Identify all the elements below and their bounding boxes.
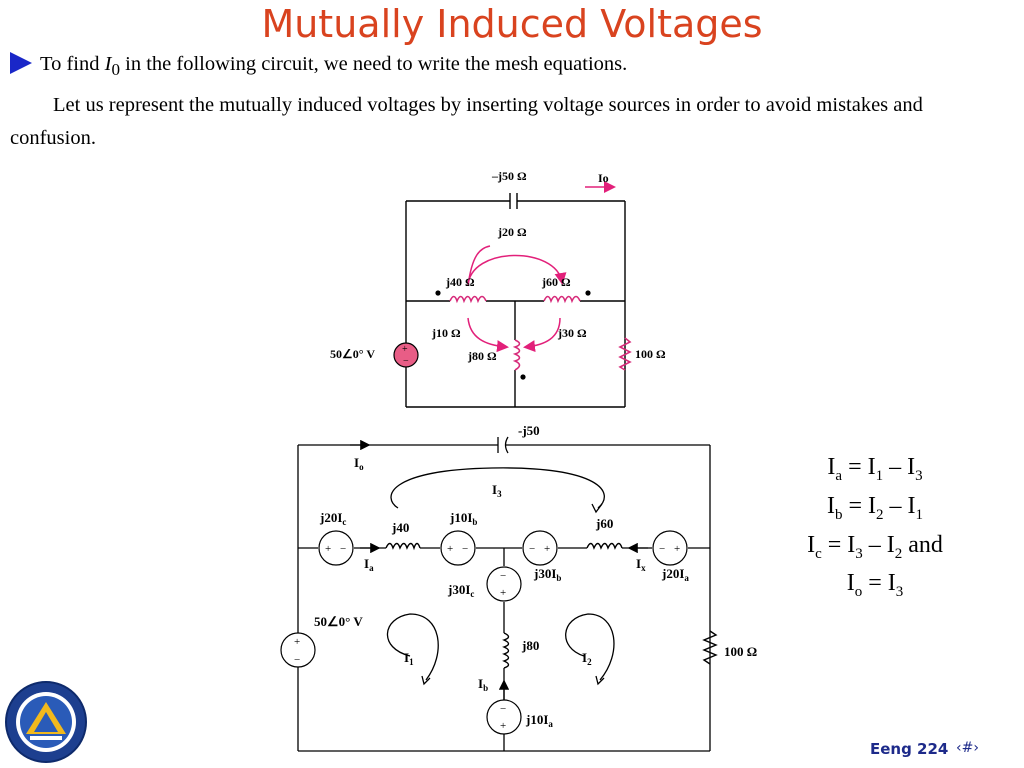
slide-title: Mutually Induced Voltages xyxy=(261,2,763,46)
line1-pre: To find xyxy=(40,53,105,75)
svg-text:−: − xyxy=(340,543,346,555)
cap-label-2: -j50 xyxy=(518,423,540,438)
src-mid2-label: j30Ib xyxy=(533,566,561,583)
svg-text:+: + xyxy=(447,543,453,555)
ia-label: Ia xyxy=(364,556,374,573)
io-label: Io xyxy=(598,171,609,185)
ind-right-label-2: j60 xyxy=(595,516,613,531)
i3-label: I3 xyxy=(492,482,502,499)
source-label-2: 50∠0° V xyxy=(314,614,363,629)
svg-text:−: − xyxy=(659,543,665,555)
university-logo xyxy=(5,681,87,763)
equation-line: Ic = I3 – I2 and xyxy=(807,531,943,562)
resistor-label: 100 Ω xyxy=(635,347,666,361)
paragraph: Let us represent the mutually induced vo… xyxy=(10,94,923,149)
circuit-diagram-original: + − –j50 Ω Io j20 Ω j40 Ω j60 Ω j10 Ω j3… xyxy=(330,169,666,408)
line1-post: in the following circuit, we need to wri… xyxy=(120,53,628,75)
ind-right-label: j60 Ω xyxy=(541,275,571,289)
line1-var: I xyxy=(104,53,112,75)
svg-text:−: − xyxy=(294,654,300,666)
svg-text:+: + xyxy=(674,543,680,555)
circuit-diagram-equivalent: +− +− −+ −+ −+ +− −+ -j50 Io I3 j20Ic j4… xyxy=(280,423,757,752)
resistor-label-2: 100 Ω xyxy=(724,644,757,659)
svg-text:+: + xyxy=(402,344,408,355)
ix-label: Ix xyxy=(636,556,646,573)
cap-label: –j50 Ω xyxy=(491,169,527,183)
equation-line: Ib = I2 – I1 xyxy=(826,492,924,523)
mutual-right-label: j30 Ω xyxy=(557,326,587,340)
src-left-label: j20Ic xyxy=(319,510,346,527)
svg-text:−: − xyxy=(500,570,506,582)
bullet-line: To find I0 in the following circuit, we … xyxy=(10,52,627,80)
svg-text:+: + xyxy=(325,543,331,555)
footer-course: Eeng 224 xyxy=(870,740,949,758)
ind-left-label: j40 Ω xyxy=(445,275,475,289)
ind-mid-label: j80 Ω xyxy=(467,349,497,363)
svg-text:+: + xyxy=(544,543,550,555)
arrow-bullet-icon xyxy=(10,52,32,74)
svg-text:−: − xyxy=(462,543,468,555)
svg-text:−: − xyxy=(529,543,535,555)
svg-text:+: + xyxy=(500,720,506,732)
svg-text:−: − xyxy=(500,703,506,715)
src-mid-label: j10Ib xyxy=(449,510,477,527)
io-label-2: Io xyxy=(354,455,364,472)
src-vert-label: j30Ic xyxy=(447,582,474,599)
equation-line: Ia = I1 – I3 xyxy=(827,454,923,484)
ind-left-label-2: j40 xyxy=(391,520,409,535)
line1-sub: 0 xyxy=(111,60,120,80)
mutual-left-label: j10 Ω xyxy=(431,326,461,340)
svg-text:+: + xyxy=(500,587,506,599)
page-number: ‹#› xyxy=(956,740,979,756)
equations-block: Ia = I1 – I3 Ib = I2 – I1 Ic = I3 – I2 a… xyxy=(770,452,980,607)
src-bottom-label: j10Ia xyxy=(525,712,553,729)
source-label: 50∠0° V xyxy=(330,347,375,361)
src-right-label: j20Ia xyxy=(661,566,689,583)
equation-line: Io = I3 xyxy=(846,570,904,601)
mutual-top-label: j20 Ω xyxy=(497,225,527,239)
ind-mid-label-2: j80 xyxy=(521,638,539,653)
i1-label: I1 xyxy=(404,650,414,667)
ib-label: Ib xyxy=(478,676,488,693)
svg-text:+: + xyxy=(294,636,300,648)
svg-text:−: − xyxy=(403,356,409,367)
i2-label: I2 xyxy=(582,650,592,667)
